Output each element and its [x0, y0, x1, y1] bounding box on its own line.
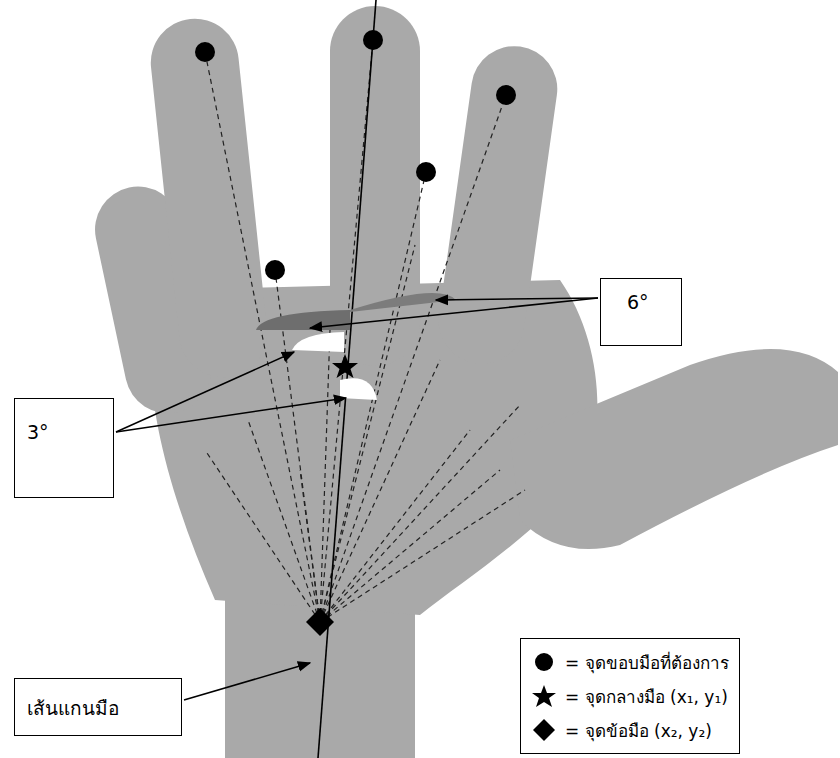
diamond-symbol	[533, 719, 555, 741]
edge-dot	[416, 162, 436, 182]
leader-line	[310, 298, 598, 328]
dashed-ray	[205, 52, 320, 622]
legend-row: = จุดข้อมือ (x₂, y₂)	[531, 713, 729, 747]
dashed-ray	[320, 40, 373, 622]
legend-row: = จุดกลางมือ (x₁, y₁)	[531, 679, 729, 713]
dashed-ray	[320, 330, 330, 622]
dashed-ray	[320, 405, 520, 622]
angle-callout: 3°	[14, 398, 114, 498]
ring-finger	[146, 14, 271, 381]
axis-label-box: เส้นแกนมือ	[14, 678, 182, 736]
leader-line	[436, 298, 598, 300]
legend-text: = จุดขอบมือที่ต้องการ	[565, 649, 729, 676]
measure-lines	[205, 40, 525, 622]
leader-line	[116, 398, 346, 432]
legend-symbol	[531, 683, 557, 709]
angle-arc	[292, 332, 344, 352]
star-symbol	[532, 685, 556, 707]
legend-row: = จุดขอบมือที่ต้องการ	[531, 645, 729, 679]
wrist-diamond	[306, 608, 334, 636]
edge-dot	[265, 260, 285, 280]
dashed-ray	[205, 450, 320, 622]
label-text: 3°	[27, 421, 103, 443]
angle-arc	[350, 293, 456, 312]
leader-line	[116, 352, 294, 432]
palm-center-star	[332, 354, 358, 378]
label-text: เส้นแกนมือ	[27, 693, 169, 723]
edge-dot	[363, 30, 383, 50]
leader-line	[184, 663, 310, 700]
dashed-ray	[248, 420, 320, 622]
legend-text: = จุดกลางมือ (x₁, y₁)	[565, 683, 728, 710]
legend-symbol	[531, 649, 557, 675]
hand-silhouette	[87, 6, 838, 758]
thumb	[510, 349, 838, 549]
dashed-ray	[320, 470, 500, 622]
edge-dot	[195, 42, 215, 62]
legend-box: = จุดขอบมือที่ต้องการ = จุดกลางมือ (x₁, y…	[520, 638, 740, 754]
edge-points	[195, 30, 516, 280]
angle-callout: 6°	[600, 278, 682, 346]
dashed-ray	[300, 470, 320, 622]
angle-arc	[340, 378, 377, 400]
dot-symbol	[535, 653, 553, 671]
edge-dot	[496, 85, 516, 105]
index-finger	[433, 41, 563, 370]
label-text: 6°	[627, 291, 671, 313]
legend-text: = จุดข้อมือ (x₂, y₂)	[565, 717, 712, 744]
angle-arc	[256, 310, 350, 330]
legend-symbol	[531, 717, 557, 743]
hand-axis-line	[318, 0, 376, 758]
dashed-ray	[320, 430, 470, 622]
